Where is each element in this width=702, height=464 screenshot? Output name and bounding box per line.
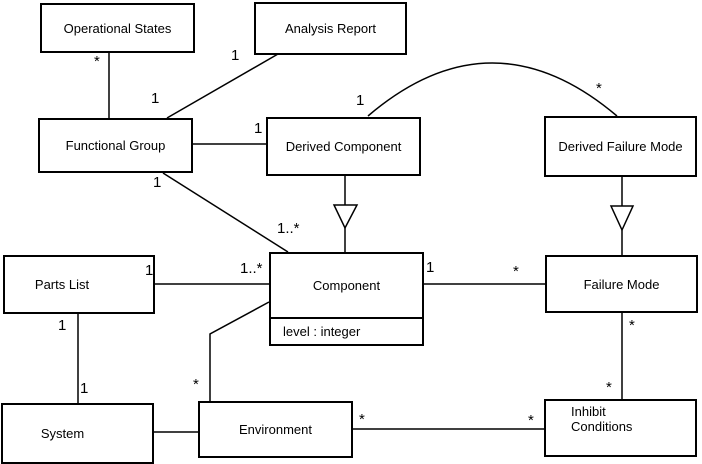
- multiplicity-env-ic-at-env: *: [359, 411, 365, 428]
- multiplicity-dc-dfm-at-dfm: *: [596, 80, 602, 97]
- multiplicity-ar-fg-at-ar: 1: [231, 47, 240, 64]
- multiplicity-env-ic-at-ic: *: [528, 412, 534, 429]
- edge-analysisreport-functionalgroup: [166, 53, 279, 119]
- class-functional-group: Functional Group: [38, 118, 193, 173]
- multiplicity-fm-ic-at-ic: *: [606, 379, 612, 396]
- multiplicity-pl-sys-at-pl: 1: [58, 317, 67, 334]
- multiplicity-dc-dfm-at-dc: 1: [356, 92, 365, 109]
- multiplicity-comp-fm-at-comp: 1: [426, 259, 435, 276]
- multiplicity-pl-comp-at-comp: 1..*: [240, 260, 263, 277]
- multiplicity-comp-env-at-env: *: [193, 376, 199, 393]
- class-parts-list: Parts List: [3, 255, 155, 314]
- edge-functionalgroup-component: [162, 172, 289, 253]
- multiplicity-comp-fm-at-fm: *: [513, 263, 519, 280]
- class-inhibit-conditions: Inhibit Conditions: [544, 399, 697, 457]
- class-analysis-report: Analysis Report: [254, 2, 407, 55]
- class-derived-failure-mode: Derived Failure Mode: [544, 116, 697, 177]
- generalization-triangle-component: [332, 204, 359, 230]
- class-label: Inhibit Conditions: [571, 404, 633, 434]
- class-label: Failure Mode: [583, 276, 660, 292]
- class-label: Operational States: [63, 20, 172, 36]
- multiplicity-fg-comp-at-comp: 1..*: [277, 220, 300, 237]
- class-component: Component level : integer: [269, 252, 424, 346]
- multiplicity-ar-fg-at-fg: 1: [151, 90, 160, 107]
- multiplicity-fm-ic-at-fm: *: [629, 317, 635, 334]
- class-derived-component: Derived Component: [266, 117, 421, 176]
- class-label: Analysis Report: [284, 21, 377, 36]
- class-operational-states: Operational States: [40, 3, 195, 53]
- multiplicity-fg-dc-at-dc: 1: [254, 120, 263, 137]
- class-label: Parts List: [34, 277, 90, 292]
- multiplicity-fg-comp-at-fg: 1: [153, 174, 162, 191]
- generalization-triangle-failuremode: [609, 205, 635, 232]
- multiplicity-pl-comp-at-pl: 1: [145, 262, 154, 279]
- class-name-compartment: Component: [271, 254, 422, 319]
- attribute-label: level : integer: [283, 324, 361, 339]
- edge-derivedcomponent-derivedfailuremode-arc: [367, 62, 618, 117]
- class-label: Derived Component: [285, 139, 402, 154]
- class-label: Functional Group: [65, 138, 166, 153]
- multiplicity-pl-sys-at-sys: 1: [80, 380, 89, 397]
- class-failure-mode: Failure Mode: [545, 255, 698, 313]
- class-label: Environment: [239, 422, 312, 437]
- class-label: Component: [312, 278, 381, 293]
- multiplicity-os-fg-at-os: *: [94, 53, 100, 70]
- edge-component-environment: [209, 301, 270, 401]
- class-attribute-compartment: level : integer: [271, 319, 422, 344]
- class-environment: Environment: [198, 401, 353, 458]
- class-label: System: [40, 426, 85, 441]
- class-system: System: [1, 403, 154, 464]
- class-label: Derived Failure Mode: [558, 139, 683, 154]
